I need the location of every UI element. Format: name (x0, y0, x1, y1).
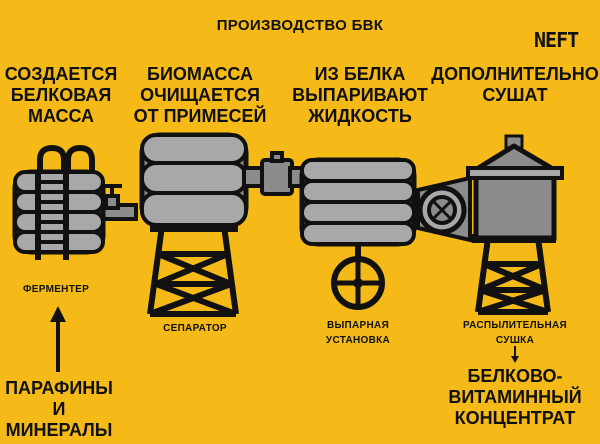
stage-4-caption: РАСПЫЛИТЕЛЬНАЯ СУШКА (463, 320, 567, 346)
input-label: ПАРАФИНЫ И МИНЕРАЛЫ (5, 378, 113, 440)
evaporator (299, 157, 417, 310)
stage-4-heading: ДОПОЛНИТЕЛЬНО СУШАТ (431, 64, 599, 105)
stage-2-caption: СЕПАРАТОР (163, 323, 227, 334)
spray-dryer (466, 134, 564, 315)
stage-1-caption: ФЕРМЕНТЕР (22, 284, 90, 295)
stage-2-heading: БИОМАССА ОЧИЩАЕТСЯ ОТ ПРИМЕСЕЙ (133, 64, 267, 126)
fermenter (12, 144, 106, 260)
stage-3-caption: ВЫПАРНАЯ УСТАНОВКА (325, 320, 391, 346)
diagram-title: ПРОИЗВОДСТВО БВК (216, 17, 384, 34)
separator (139, 132, 249, 317)
stage-3-heading: ИЗ БЕЛКА ВЫПАРИВАЮТ ЖИДКОСТЬ (292, 64, 428, 126)
output-label: БЕЛКОВО- ВИТАМИННЫЙ КОНЦЕНТРАТ (448, 366, 582, 428)
neft-logo: NEFT (534, 28, 579, 52)
pump (416, 175, 472, 243)
input-arrow (50, 306, 66, 372)
output-arrow (511, 346, 519, 363)
stage-1-heading: СОЗДАЕТСЯ БЕЛКОВАЯ МАССА (4, 64, 118, 126)
pipe-valve-handle (104, 184, 122, 196)
